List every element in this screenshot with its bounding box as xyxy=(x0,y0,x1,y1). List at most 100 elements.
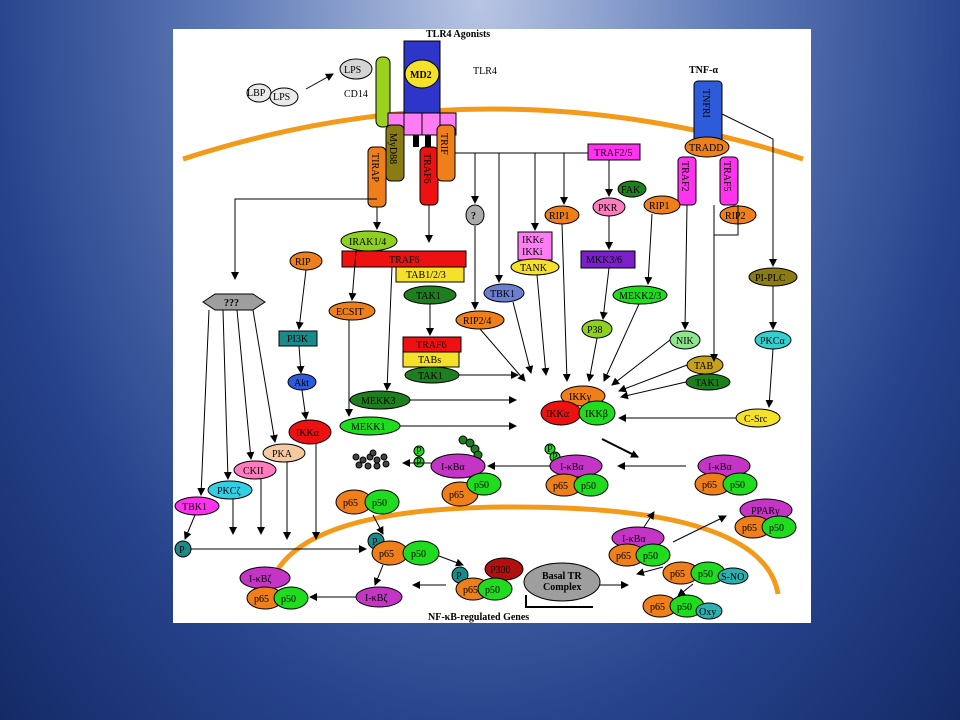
svg-text:p50: p50 xyxy=(485,585,500,596)
svg-text:p65: p65 xyxy=(742,523,757,534)
unknown3-node: ??? xyxy=(202,293,266,311)
svg-text:IRAK1/4: IRAK1/4 xyxy=(349,237,386,248)
svg-text:P: P xyxy=(552,452,558,463)
svg-text:p65: p65 xyxy=(449,490,464,501)
mekk23-node: MEKK2/3 xyxy=(612,285,668,305)
pi3k-node: PI3K xyxy=(278,330,318,347)
trif-node: TRIF xyxy=(436,124,456,182)
svg-text:MEKK3: MEKK3 xyxy=(361,396,395,407)
svg-text:TBK1: TBK1 xyxy=(182,502,207,513)
lbp-label: LBP xyxy=(247,88,266,99)
svg-text:p65: p65 xyxy=(650,602,665,613)
svg-text:PI-PLC: PI-PLC xyxy=(755,273,786,284)
nfkb-pathway-diagram: TLR4 Agonists TLR4 TNF-α LBP LPS LPS CD1… xyxy=(173,29,811,623)
svg-text:P: P xyxy=(372,537,378,548)
svg-text:?: ? xyxy=(471,211,476,222)
svg-text:P300: P300 xyxy=(490,565,511,576)
svg-text:I-κBα: I-κBα xyxy=(441,462,465,473)
svg-text:MyD88: MyD88 xyxy=(387,133,398,164)
pkr-node: PKR xyxy=(592,197,626,217)
myd88-node: MyD88 xyxy=(385,124,405,182)
svg-text:P: P xyxy=(547,444,553,455)
lps-label-1: LPS xyxy=(273,92,290,103)
svg-text:MEKK1: MEKK1 xyxy=(351,422,385,433)
svg-text:CKII: CKII xyxy=(243,466,264,477)
svg-text:PKCζ: PKCζ xyxy=(217,486,241,497)
svg-text:I-κBζ: I-κBζ xyxy=(365,593,388,604)
fak-node: FAK xyxy=(617,180,647,198)
svg-text:I-κBα: I-κBα xyxy=(560,462,584,473)
svg-text:I-κBα: I-κBα xyxy=(622,534,646,545)
traf25-node: TRAF2/5 xyxy=(587,143,641,161)
svg-text:P38: P38 xyxy=(587,325,603,336)
pi-plc-node: PI-PLC xyxy=(748,267,798,287)
tab-tak1-node: TAB TAK1 xyxy=(685,355,731,391)
svg-text:p50: p50 xyxy=(643,551,658,562)
svg-text:PI3K: PI3K xyxy=(287,334,309,345)
svg-text:IKKγ: IKKγ xyxy=(569,392,592,403)
cd14-bar xyxy=(375,56,391,128)
svg-text:FAK: FAK xyxy=(621,185,641,196)
svg-text:???: ??? xyxy=(224,298,239,309)
svg-text:p65: p65 xyxy=(254,594,269,605)
ckii-node: CKII xyxy=(233,460,277,480)
tab123-node: TAB1/2/3 xyxy=(395,266,465,283)
pathway-arrows xyxy=(184,113,777,601)
svg-text:NIK: NIK xyxy=(676,336,695,347)
svg-text:PPARγ: PPARγ xyxy=(751,506,780,517)
svg-text:p65: p65 xyxy=(463,585,478,596)
svg-text:ECSIT: ECSIT xyxy=(336,307,364,318)
svg-text:p50: p50 xyxy=(581,481,596,492)
traf6-vertical-node: TRAF6 xyxy=(419,146,439,206)
svg-text:PKCα: PKCα xyxy=(760,336,785,347)
svg-text:p50: p50 xyxy=(411,549,426,560)
svg-text:RIP: RIP xyxy=(295,257,311,268)
phospho-p65-p50-dimer: P p65 p50 xyxy=(367,532,440,566)
ikk-alpha-node: IKKα xyxy=(288,419,332,445)
ikba-complex-right: I-κBα p65 p50 xyxy=(694,454,758,496)
p38-node: P38 xyxy=(581,319,613,339)
svg-text:Complex: Complex xyxy=(543,582,581,593)
svg-text:TANK: TANK xyxy=(520,263,548,274)
pkc-zeta-node: PKCζ xyxy=(207,480,253,500)
svg-text:I-κBα: I-κBα xyxy=(708,462,732,473)
svg-text:p65: p65 xyxy=(553,481,568,492)
svg-text:PKA: PKA xyxy=(272,449,293,460)
rip24-node: RIP2/4 xyxy=(455,310,505,330)
svg-text:p50: p50 xyxy=(281,594,296,605)
svg-text:PKR: PKR xyxy=(598,203,618,214)
nik-node: NIK xyxy=(669,330,701,350)
svg-text:p65: p65 xyxy=(379,549,394,560)
svg-text:TNFRI: TNFRI xyxy=(700,89,711,118)
c-src-node: C-Src xyxy=(735,408,781,428)
lbp-lps-complex: LBP LPS xyxy=(246,83,299,107)
cd14-label: CD14 xyxy=(344,89,368,100)
svg-text:TRADD: TRADD xyxy=(689,143,723,154)
cd14-lps: LPS CD14 xyxy=(339,56,391,128)
rip1-node-a: RIP1 xyxy=(544,205,580,225)
svg-text:TAK1: TAK1 xyxy=(416,291,441,302)
rip-node: RIP xyxy=(289,251,323,271)
oxy-complex: p65 p50 Oxy xyxy=(642,594,723,620)
svg-text:Akt: Akt xyxy=(294,378,309,389)
svg-text:Oxy: Oxy xyxy=(699,607,716,618)
tbk1-node-b: TBK1 xyxy=(174,496,220,516)
svg-text:TRAF6: TRAF6 xyxy=(421,153,432,184)
svg-text:p50: p50 xyxy=(372,498,387,509)
pka-node: PKA xyxy=(262,443,306,463)
md2-label: MD2 xyxy=(410,70,432,81)
svg-text:RIP1: RIP1 xyxy=(549,211,570,222)
svg-text:MKK3/6: MKK3/6 xyxy=(586,255,622,266)
s-no-complex: p65 p50 S-NO xyxy=(662,561,749,585)
svg-text:TRAF6: TRAF6 xyxy=(416,340,447,351)
svg-text:S-NO: S-NO xyxy=(721,572,744,583)
svg-text:MEKK2/3: MEKK2/3 xyxy=(619,291,661,302)
tlr4-receptor: MD2 xyxy=(387,40,457,147)
tradd-node: TRADD xyxy=(684,136,730,158)
ikbz-node: I-κBζ xyxy=(355,586,403,608)
tnf-alpha-label: TNF-α xyxy=(689,65,718,76)
nfkb-genes-label: NF-κB-regulated Genes xyxy=(428,612,529,623)
svg-text:TAB: TAB xyxy=(694,361,714,372)
proteasome-fragments xyxy=(352,449,390,470)
svg-text:Basal TR: Basal TR xyxy=(542,571,582,582)
